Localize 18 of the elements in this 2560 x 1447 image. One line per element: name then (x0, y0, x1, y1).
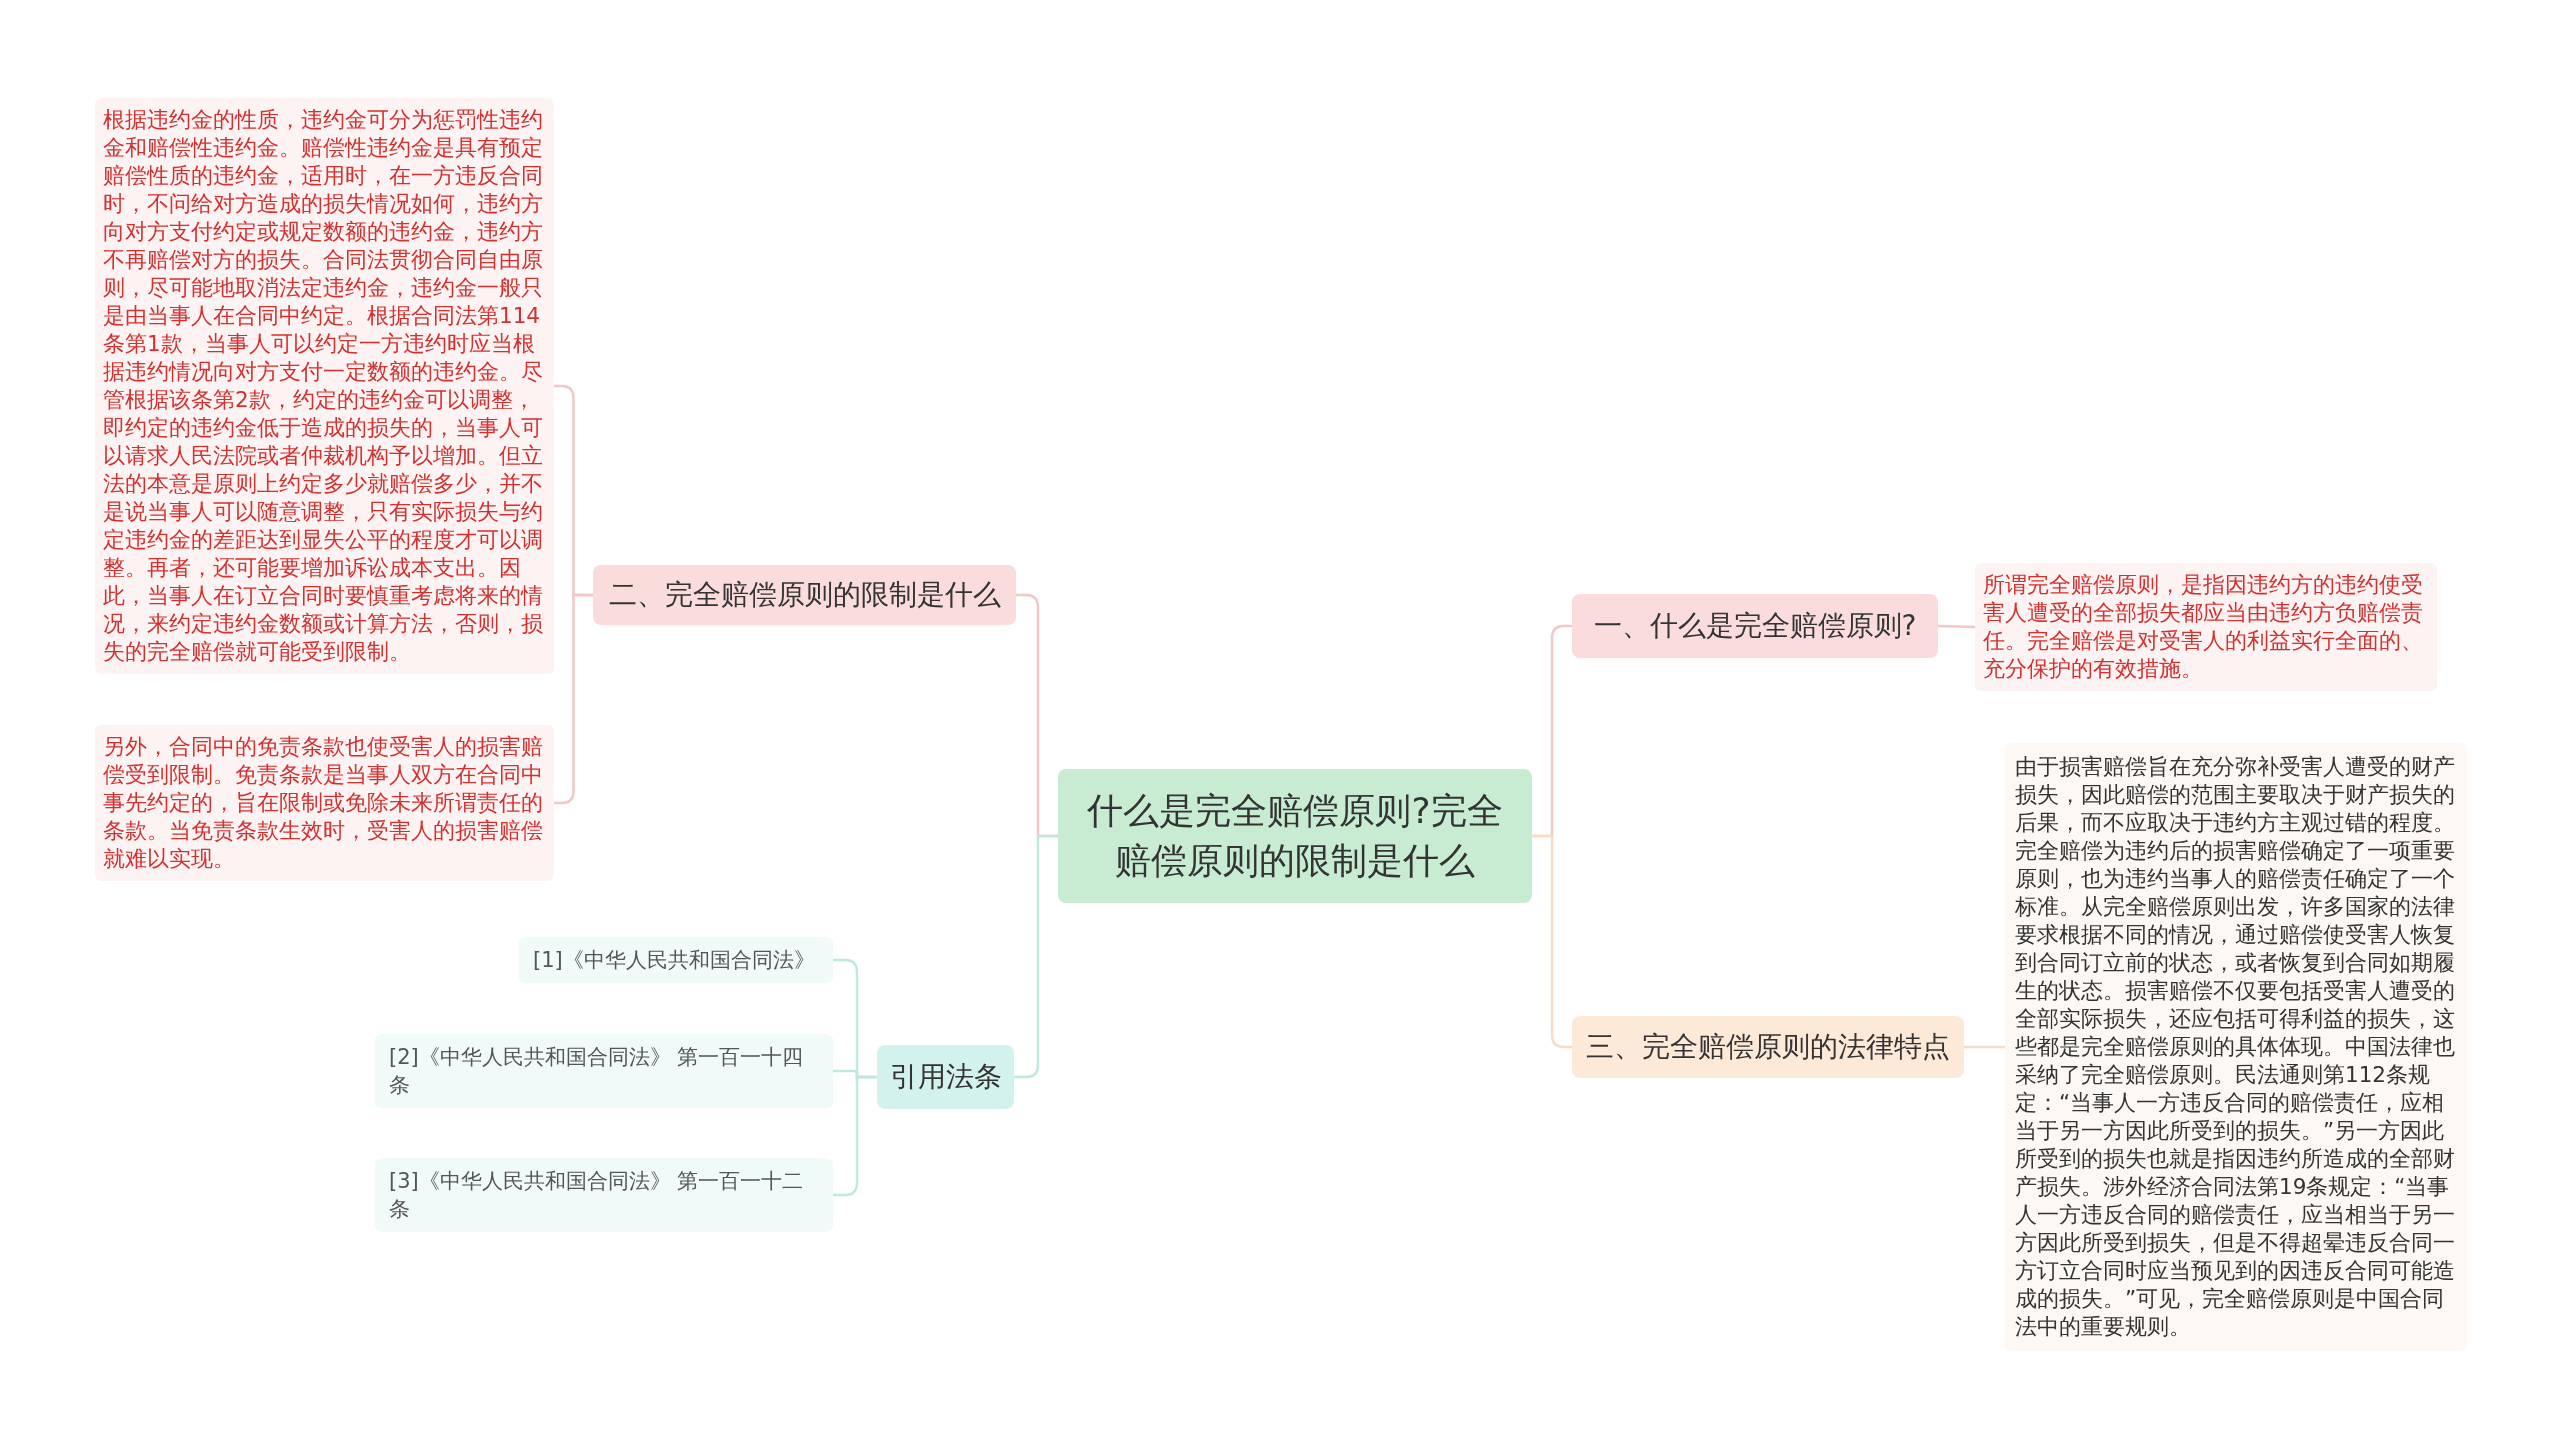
note-box: 另外，合同中的免责条款也使受害人的损害赔偿受到限制。免责条款是当事人双方在合同中事先约定的，旨在限制或免除未来所谓责任的条款。当免责条款生效时，受害人的损害赔偿就难以实现。 (95, 725, 554, 881)
connector-line (1937, 624, 1976, 629)
note-box: 由于损害赔偿旨在充分弥补受害人遭受的财产损失，因此赔偿的范围主要取决于财产损失的后果，而不应取决于违约方主观过错的程度。完全赔偿为违约后的损害赔偿确定了一项重要原则，也为违约当事人的赔偿责任确定了一个标准。从完全赔偿原则出发，许多国家的法律要求根据不同的情况，通过赔偿使受害人恢复到合同订立前的状态，或者恢复到合同如期履生的状态。损害赔偿不仅要包括受害人遭受的全部实际损失，还应包括可得利益的损失，这些都是完全赔偿原则的具体体现。中国法律也采纳了完全赔偿原则。民法通则第112条规定：“当事人一方违反合同的赔偿责任，应相当于另一方因此所受到的损失。”另一方因此所受到的损失也就是指因违约所造成的全部财产损失。涉外经济合同法第19条规定：“当事人一方违反合同的赔偿责任，应当相当于另一方因此所受到损失，但是不得超晕违反合同一方订立合同时应当预见到的因违反合同可能造成的损失。”可见，完全赔偿原则是中国合同法中的重要规则。 (2005, 743, 2467, 1351)
reference-box: [3]《中华人民共和国合同法》 第一百一十二条 (375, 1158, 833, 1232)
connector-line (554, 593, 593, 805)
connector-line (833, 1075, 877, 1197)
note-box: 根据违约金的性质，违约金可分为惩罚性违约金和赔偿性违约金。赔偿性违约金是具有预定赔偿性质的违约金，适用时，在一方违反合同时，不问给对方造成的损失情况如何，违约方向对方支付约定或规定数额的违约金，违约方不再赔偿对方的损失。合同法贯彻合同自由原则，尽可能地取消法定违约金，违约金一般只是由当事人在合同中约定。根据合同法第114条第1款，当事人可以约定一方违约时应当根据违约情况向对方支付一定数额的违约金。尽管根据该条第2款，约定的违约金可以调整，即约定的违约金低于造成的损失的，当事人可以请求人民法院或者仲裁机构予以增加。但立法的本意是原则上约定多少就赔偿多少，并不是说当事人可以随意调整，只有实际损失与约定违约金的差距达到显失公平的程度才可以调整。再者，还可能要增加诉讼成本支出。因此，当事人在订立合同时要慎重考虑将来的情况，来约定违约金数额或计算方法，否则，损失的完全赔偿就可能受到限制。 (95, 98, 554, 674)
reference-box: [1]《中华人民共和国合同法》 (519, 937, 833, 983)
topic-box: 二、完全赔偿原则的限制是什么 (593, 565, 1016, 625)
topic-box: 三、完全赔偿原则的法律特点 (1572, 1016, 1964, 1078)
topic-box: 一、什么是完全赔偿原则? (1572, 594, 1938, 658)
note-box: 所谓完全赔偿原则，是指因违约方的违约使受害人遭受的全部损失都应当由违约方负赔偿责任。完全赔偿是对受害人的利益实行全面的、充分保护的有效措施。 (1975, 563, 2437, 691)
reference-box: [2]《中华人民共和国合同法》 第一百一十四条 (375, 1034, 833, 1108)
connector-line (1014, 834, 1058, 1079)
central-topic-box: 什么是完全赔偿原则?完全赔偿原则的限制是什么 (1058, 769, 1532, 903)
topic-box: 引用法条 (877, 1045, 1014, 1109)
connector-line (1964, 1045, 2005, 1049)
connector-line (1532, 834, 1572, 1049)
